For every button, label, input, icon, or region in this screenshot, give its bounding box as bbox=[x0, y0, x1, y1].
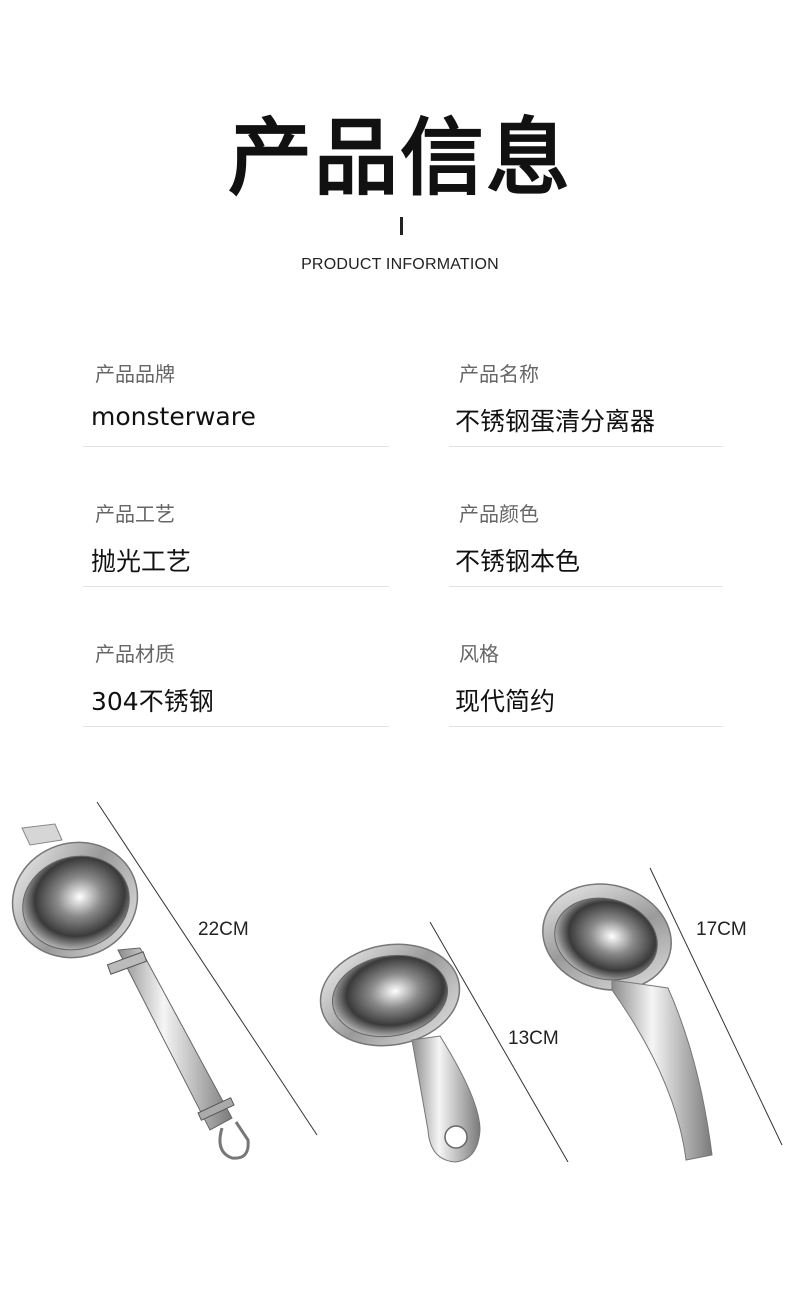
length-label-22cm: 22CM bbox=[198, 919, 249, 940]
dimension-line bbox=[429, 921, 569, 1163]
short-loop-separator bbox=[319, 943, 481, 1163]
long-handle-separator bbox=[11, 823, 250, 1160]
field-label: 产品名称 bbox=[459, 362, 539, 386]
field-label: 产品颜色 bbox=[459, 502, 539, 526]
field-label: 产品品牌 bbox=[95, 362, 175, 386]
product-illustrations bbox=[11, 801, 783, 1163]
field-value: 304不锈钢 bbox=[91, 687, 214, 716]
field-label: 产品工艺 bbox=[95, 502, 175, 526]
field-divider bbox=[449, 446, 723, 447]
field-value: 不锈钢本色 bbox=[455, 547, 581, 576]
title-divider bbox=[400, 217, 403, 235]
page-subtitle: PRODUCT INFORMATION bbox=[301, 256, 499, 273]
field-divider bbox=[449, 726, 723, 727]
field-value: 抛光工艺 bbox=[91, 547, 192, 576]
field-divider bbox=[449, 586, 723, 587]
field-value: 不锈钢蛋清分离器 bbox=[455, 407, 656, 436]
curved-handle-separator bbox=[542, 883, 713, 1161]
dimension-line bbox=[649, 867, 783, 1146]
length-label-17cm: 17CM bbox=[696, 919, 747, 940]
length-label-13cm: 13CM bbox=[508, 1028, 559, 1049]
field-label: 风格 bbox=[459, 642, 499, 666]
field-value: monsterware bbox=[91, 402, 256, 431]
field-divider bbox=[83, 726, 389, 727]
field-value: 现代简约 bbox=[455, 687, 556, 716]
field-label: 产品材质 bbox=[95, 642, 175, 666]
field-divider bbox=[83, 586, 389, 587]
dimension-line bbox=[96, 801, 318, 1136]
field-divider bbox=[83, 446, 389, 447]
page-title: 产品信息 bbox=[227, 109, 572, 207]
